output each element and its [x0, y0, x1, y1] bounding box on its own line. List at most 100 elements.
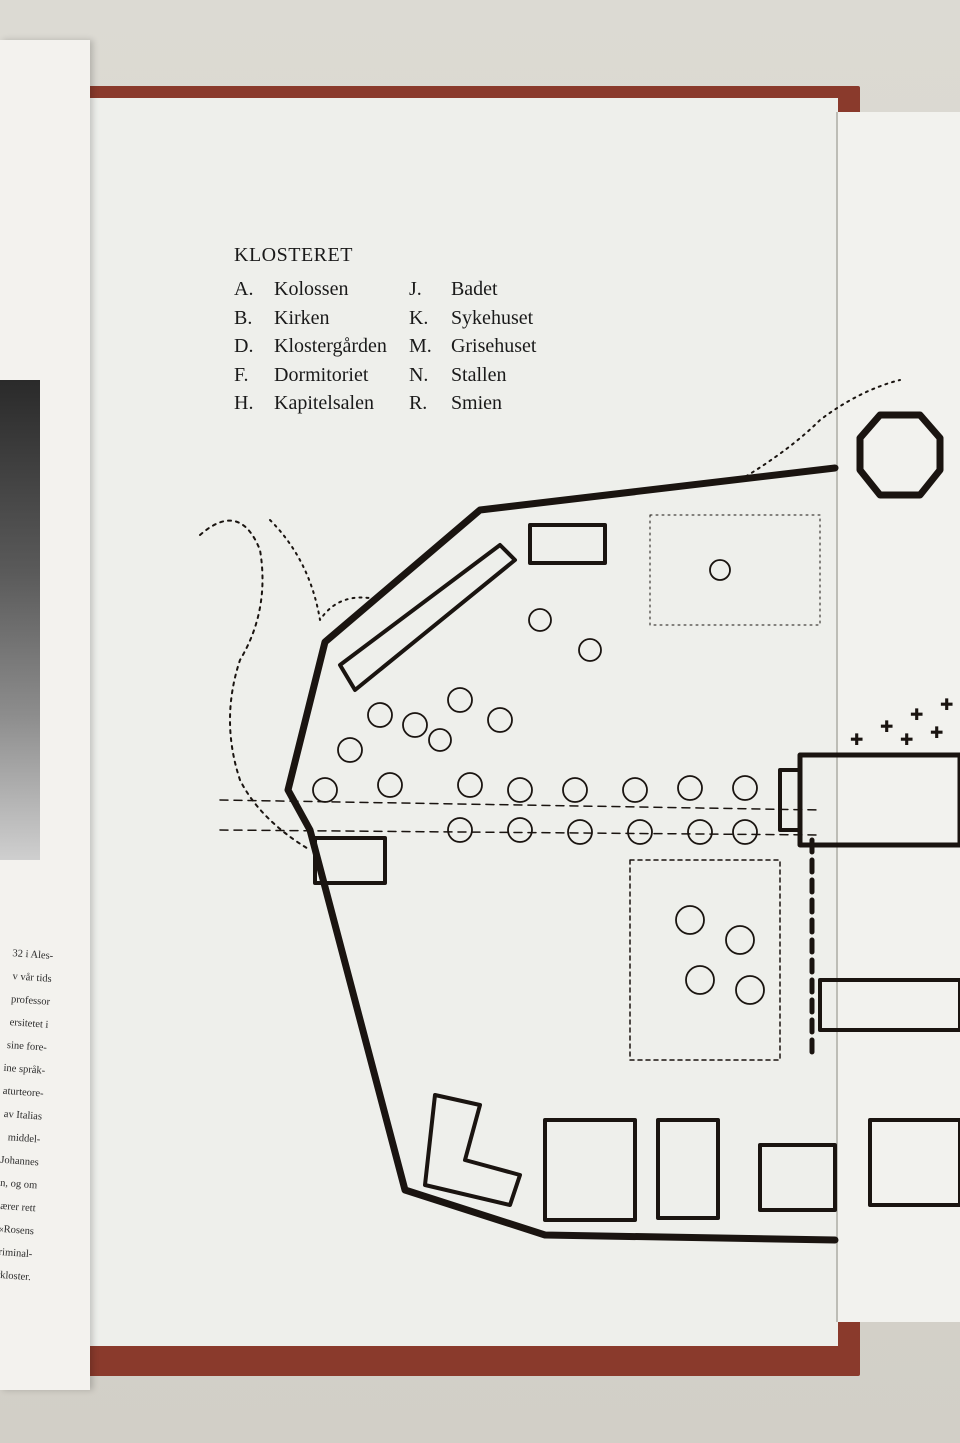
- flap-text: 32 i Ales- v vår tids professor ersitete…: [0, 941, 54, 1289]
- cloister-garden: [629, 859, 781, 1061]
- tree: [528, 608, 552, 632]
- garden-plot: [649, 514, 821, 626]
- legend-label: Kirken: [274, 306, 330, 329]
- dormitory-building: [338, 543, 517, 692]
- grave-cross: ✚: [850, 732, 863, 749]
- flap-line: Johannes: [0, 1154, 40, 1169]
- tree: [507, 817, 533, 843]
- legend-key: F.: [234, 363, 249, 386]
- grave-cross: ✚: [910, 707, 923, 724]
- flap-line: middel-: [7, 1132, 41, 1146]
- tree: [487, 707, 513, 733]
- legend-item: R. Smien: [409, 389, 537, 418]
- church-building: [797, 752, 960, 848]
- hospital-building: [656, 1118, 720, 1220]
- tree: [367, 702, 393, 728]
- legend-key: R.: [408, 392, 428, 414]
- tree: [685, 965, 715, 995]
- flap-line: v vår tids: [12, 971, 52, 985]
- tree: [677, 775, 703, 801]
- tree: [337, 737, 363, 763]
- tree: [402, 712, 428, 738]
- flap-line: ærer rett: [0, 1200, 36, 1215]
- tree: [562, 777, 588, 803]
- tree: [507, 777, 533, 803]
- tree: [687, 819, 713, 845]
- tree: [457, 772, 483, 798]
- legend-title: KLOSTERET: [234, 244, 353, 266]
- legend-label: Sykehuset: [450, 306, 534, 329]
- map-legend: KLOSTERET A. Kolossen B. Kirken D.Klosterg…: [234, 244, 536, 418]
- church-apse: [778, 768, 802, 832]
- smithy-building: [758, 1143, 837, 1212]
- pig-house-building: [543, 1118, 637, 1222]
- legend-column-left: A. Kolossen B. Kirken D.Klostergården F. Do…: [234, 275, 387, 418]
- legend-label: Smien: [450, 392, 503, 414]
- tree: [732, 775, 758, 801]
- legend-label: Grisehuset: [450, 335, 537, 357]
- tree: [725, 925, 755, 955]
- legend-label: Badet: [450, 278, 498, 300]
- legend-item: M. Grisehuset: [409, 332, 537, 361]
- tree: [735, 975, 765, 1005]
- gate-house: [313, 836, 387, 885]
- legend-item: B. Kirken: [234, 304, 387, 333]
- grave-cross: ✚: [930, 725, 943, 742]
- legend-label: Kapitelsalen: [274, 392, 374, 414]
- tree: [627, 819, 653, 845]
- flap-line: professor: [10, 994, 51, 1008]
- legend-item: A. Kolossen: [234, 275, 387, 304]
- road: [219, 829, 821, 836]
- grave-cross: ✚: [940, 697, 953, 714]
- hillside-hatching: [739, 379, 901, 481]
- legend-key: A.: [234, 278, 254, 300]
- chapter-house: [818, 978, 960, 1032]
- tree: [675, 905, 705, 935]
- grave-cross: ✚: [900, 732, 913, 749]
- hillside-hatching: [199, 519, 311, 851]
- author-photo: [0, 380, 40, 860]
- legend-label: Dormitoriet: [274, 363, 369, 386]
- legend-column-right: J. Badet K. Sykehuset M. Grisehuset N. Stall…: [409, 275, 537, 418]
- endpaper-page: [78, 98, 838, 1346]
- bath-building: [868, 1118, 960, 1207]
- legend-item: J. Badet: [409, 275, 537, 304]
- flap-line: sen, og om: [0, 1177, 38, 1192]
- stable-building: [423, 1093, 522, 1207]
- legend-label: Kolossen: [274, 278, 349, 300]
- legend-key: N.: [408, 363, 429, 386]
- monastery-outer-wall: [284, 464, 839, 1244]
- flap-line: ersitetet i: [9, 1017, 49, 1031]
- legend-key: B.: [234, 306, 253, 329]
- monastery-plan-drawing: ✚ ✚ ✚ ✚ ✚ ✚: [199, 379, 960, 1244]
- legend-item: H. Kapitelsalen: [234, 389, 387, 418]
- tree: [377, 772, 403, 798]
- legend-key: H.: [234, 392, 254, 414]
- legend-key: M.: [408, 335, 432, 357]
- legend-label: Stallen: [450, 363, 507, 386]
- dust-jacket-flap: 32 i Ales- v vår tids professor ersitete…: [0, 40, 90, 1390]
- legend-key: J.: [408, 278, 422, 300]
- tree: [428, 728, 452, 752]
- flap-line: av Italias: [3, 1108, 43, 1123]
- tree: [447, 687, 473, 713]
- tree: [312, 777, 338, 803]
- grave-cross: ✚: [880, 719, 893, 736]
- tree: [447, 817, 473, 843]
- flap-line: kriminal-: [0, 1246, 33, 1261]
- badet-building: [528, 523, 607, 565]
- tree: [578, 638, 602, 662]
- legend-item: D.Klostergården: [234, 332, 387, 361]
- tree: [709, 559, 731, 581]
- legend-key: D.: [234, 335, 254, 357]
- flap-line: ine språk-: [3, 1062, 46, 1077]
- legend-item: F. Dormitoriet: [234, 361, 387, 390]
- legend-item: K. Sykehuset: [409, 304, 537, 333]
- hillside-hatching: [269, 519, 381, 621]
- tree: [622, 777, 648, 803]
- flap-line: rkloster.: [0, 1269, 32, 1284]
- legend-key: K.: [408, 306, 429, 329]
- tree: [567, 819, 593, 845]
- legend-item: N. Stallen: [409, 361, 537, 390]
- flap-line: n, «Rosens: [0, 1223, 35, 1238]
